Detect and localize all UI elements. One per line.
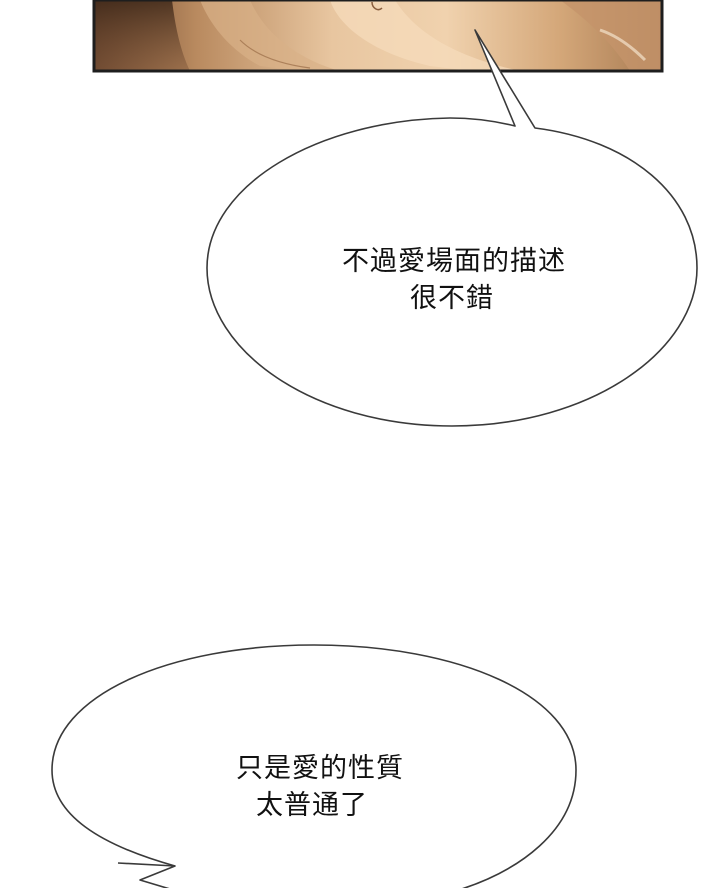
bubble-2-line-1: 只是愛的性質 <box>236 753 404 784</box>
speech-bubble-1 <box>206 29 698 427</box>
bubble-1-line-1: 不過愛場面的描述 <box>342 246 566 277</box>
speech-bubble-2 <box>51 644 577 888</box>
bubble-2-line-2: 太普通了 <box>256 790 368 821</box>
top-panel <box>92 0 664 73</box>
bubble-1-line-2: 很不錯 <box>410 283 494 314</box>
